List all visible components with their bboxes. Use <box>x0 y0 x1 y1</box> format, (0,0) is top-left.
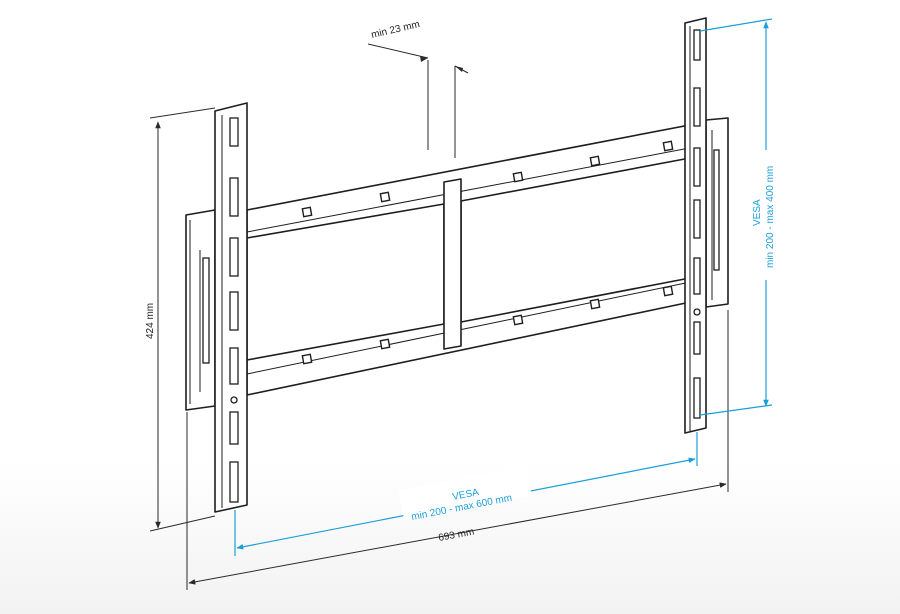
depth-dimension: min 23 mm <box>367 19 469 158</box>
frame-hole <box>512 171 524 183</box>
depth-label: min 23 mm <box>370 19 421 41</box>
frame-hole <box>662 140 674 152</box>
frame-hole <box>589 298 601 310</box>
right-side-plate <box>705 117 729 308</box>
frame-hole <box>662 285 674 297</box>
frame-hole <box>301 353 313 365</box>
frame-hole <box>379 191 391 203</box>
left-vertical-rail <box>214 102 248 513</box>
right-vertical-rail <box>684 17 707 434</box>
frame-hole <box>512 314 524 326</box>
frame-hole <box>301 206 313 218</box>
frame-center-joint <box>443 178 462 350</box>
frame-hole <box>589 155 601 167</box>
vesa-h-title: VESA <box>451 487 480 503</box>
frame-hole <box>379 338 391 350</box>
mounting-frame <box>246 122 701 396</box>
left-side-plate <box>185 209 216 411</box>
vesa-vertical-dimension: VESA min 200 - max 400 mm <box>699 18 782 416</box>
vesa-v-range: min 200 - max 400 mm <box>765 166 776 268</box>
vesa-v-title: VESA <box>752 199 763 226</box>
height-label: 424 mm <box>145 303 156 339</box>
width-label: 693 mm <box>438 527 476 544</box>
